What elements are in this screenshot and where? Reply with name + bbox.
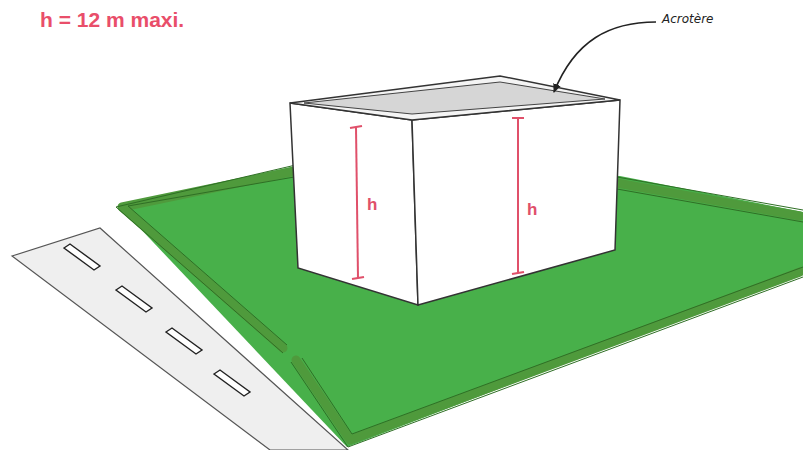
height-dimension [350, 118, 524, 279]
dimension-label: h [367, 196, 377, 215]
leader-arrow [554, 22, 656, 92]
roof [304, 82, 605, 114]
heading: h = 12 m maxi. [40, 8, 184, 31]
acroterion [290, 76, 620, 120]
building-left-face [290, 103, 418, 305]
callout-label: Acrotère [662, 13, 714, 26]
dimension-label: h [527, 201, 537, 220]
building-right-face [412, 100, 620, 305]
